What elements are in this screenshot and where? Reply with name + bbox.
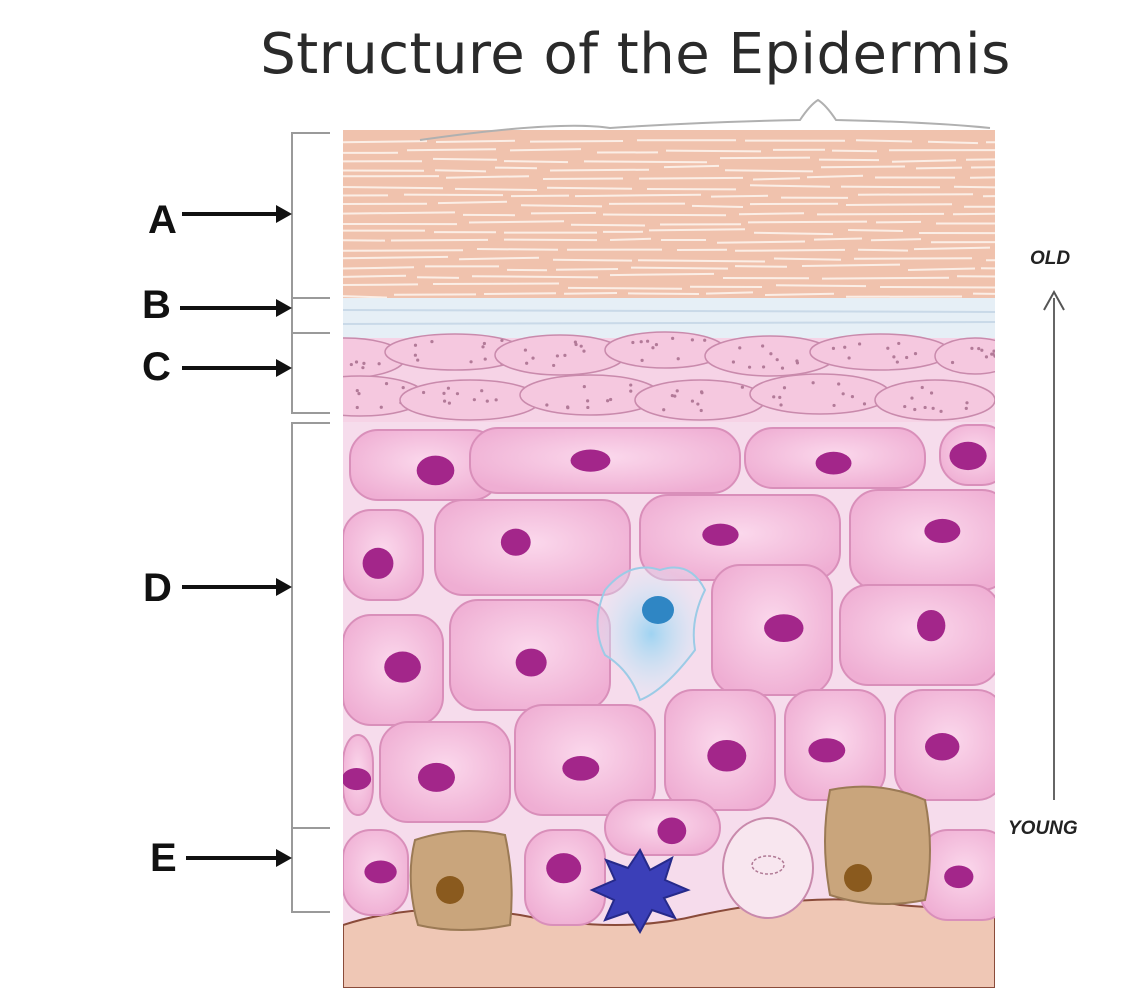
granulosum-cell <box>285 338 405 378</box>
dendritic-nucleus <box>642 596 674 624</box>
cell-nucleus <box>363 548 394 579</box>
cell-nucleus <box>944 865 973 888</box>
cell-nucleus <box>571 450 611 472</box>
arrow-c <box>182 366 278 370</box>
cell-nucleus <box>764 614 803 642</box>
granulosum-cell <box>810 334 950 370</box>
label-b: B <box>142 285 171 325</box>
cell-nucleus <box>808 738 845 762</box>
melanocyte-right <box>825 787 930 904</box>
arrow-e <box>186 856 278 860</box>
label-c: C <box>142 347 171 387</box>
granulosum-cell <box>495 335 625 375</box>
granulosum-cell <box>875 380 995 420</box>
cell-nucleus <box>949 442 986 470</box>
arrow-a <box>182 212 278 216</box>
cell-nucleus <box>816 452 852 475</box>
melanocyte-left-nucleus <box>436 876 464 904</box>
melanocyte-left <box>411 831 512 930</box>
granulosum-cell <box>400 380 540 420</box>
label-a: A <box>148 200 177 240</box>
epidermal-cell <box>850 490 1010 590</box>
cell-nucleus <box>657 817 686 844</box>
layer-brackets <box>292 133 330 912</box>
granulosum-cell <box>635 380 765 420</box>
epidermal-cell <box>435 500 630 595</box>
granulosum-cell <box>750 374 890 414</box>
arrow-d <box>182 585 278 589</box>
arrow-b <box>180 306 278 310</box>
age-label-young: YOUNG <box>1008 818 1078 840</box>
cell-nucleus <box>562 756 599 781</box>
label-e: E <box>150 838 177 878</box>
cell-nucleus <box>516 649 547 677</box>
mitotic-cell <box>723 818 813 918</box>
granulosum-cell <box>935 338 1015 374</box>
cell-nucleus <box>418 763 455 792</box>
cell-nucleus <box>707 740 746 772</box>
cell-nucleus <box>384 652 421 683</box>
cell-nucleus <box>364 860 396 883</box>
cell-nucleus <box>925 733 959 760</box>
label-d: D <box>143 568 172 608</box>
cell-nucleus <box>917 610 945 641</box>
cell-nucleus <box>546 853 581 883</box>
age-label-old: OLD <box>1030 248 1070 270</box>
diagram-title: Structure of the Epidermis <box>0 22 1121 87</box>
cell-nucleus <box>702 524 738 546</box>
cell-nucleus <box>501 529 531 556</box>
cell-nucleus <box>342 768 371 790</box>
cell-nucleus <box>417 456 455 486</box>
melanocyte-right-nucleus <box>844 864 872 892</box>
cell-nucleus <box>924 519 960 543</box>
